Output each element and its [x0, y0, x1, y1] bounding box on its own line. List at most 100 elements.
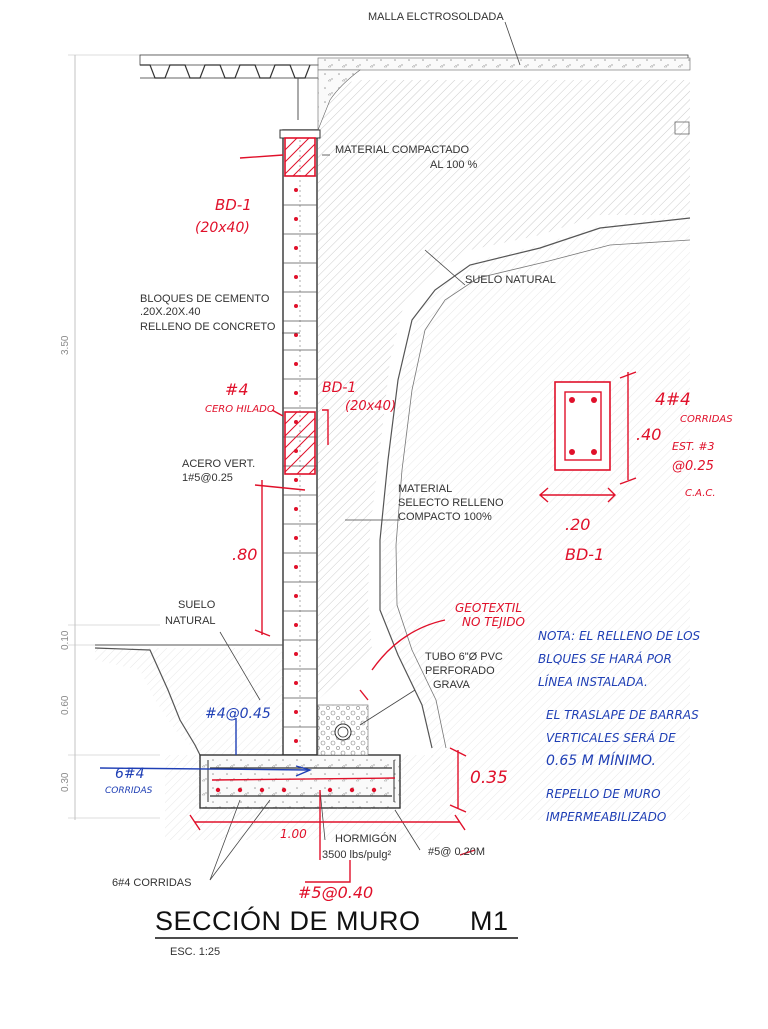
label-acero-2: 1#5@0.25 — [182, 472, 233, 484]
red-geotextil-1: GEOTEXTIL — [455, 601, 522, 615]
label-malla: MALLA ELCTROSOLDADA — [368, 11, 504, 23]
red-detail-w: .20 — [565, 515, 590, 534]
label-acero-1: ACERO VERT. — [182, 458, 255, 470]
red-detail-spacing: @0.25 — [672, 459, 714, 474]
red-cero-2: CERO HILADO — [205, 404, 275, 415]
rebar-dot — [294, 478, 298, 482]
label-suelo-left-1: SUELO — [178, 599, 216, 611]
red-bd1-mid: BD-1 — [322, 380, 356, 396]
dim-010: 0.10 — [60, 630, 71, 650]
beam-detail-bd1 — [538, 371, 637, 503]
rebar-dot — [294, 217, 298, 221]
label-suelo-left-2: NATURAL — [165, 615, 216, 627]
rebar-dot — [294, 681, 298, 685]
label-hormigon-1: HORMIGÓN — [335, 832, 397, 845]
red-bd1-top: BD-1 — [215, 196, 252, 214]
blue-nota: NOTA: EL RELLENO DE LOS BLQUES SE HARÁ PO… — [538, 629, 701, 824]
red-detail-h: .40 — [636, 425, 661, 444]
label-tubo-1: TUBO 6"Ø PVC — [425, 651, 503, 663]
rebar-dot — [294, 275, 298, 279]
drawing-code: M1 — [470, 906, 509, 936]
footing-rebar-dot — [371, 787, 377, 793]
red-detail-cac: C.A.C. — [685, 488, 716, 499]
red-cero-1: #4 — [225, 380, 249, 399]
bond-beam-mid — [284, 411, 316, 475]
red-detail-est: EST. #3 — [672, 440, 715, 453]
label-suelo-natural-right: SUELO NATURAL — [465, 274, 556, 286]
label-compactado-1: MATERIAL COMPACTADO — [335, 144, 469, 156]
red-geotextil-2: NO TEJIDO — [462, 615, 525, 629]
nota-line: VERTICALES SERÁ DE — [546, 730, 676, 745]
natural-soil-right — [379, 215, 691, 820]
rebar-dot — [294, 652, 298, 656]
dim-030: 0.30 — [60, 772, 71, 792]
label-bloques-1: BLOQUES DE CEMENTO — [140, 293, 270, 305]
rebar-dot — [294, 739, 298, 743]
nota-line: REPELLO DE MURO — [546, 787, 661, 801]
footing-rebar-dot — [259, 787, 265, 793]
nota-line: IMPERMEABILIZADO — [546, 810, 666, 824]
red-bar-5: #5@0.40 — [298, 883, 373, 902]
red-dim-035: 0.35 — [470, 768, 508, 788]
label-tubo-2: PERFORADO — [425, 665, 495, 677]
footing-rebar-dot — [237, 787, 243, 793]
label-bloques-3: RELLENO DE CONCRETO — [140, 321, 276, 333]
drawing-title: SECCIÓN DE MURO — [155, 905, 421, 936]
red-bd1-mid-size: (20x40) — [345, 399, 396, 414]
label-selecto-3: COMPACTO 100% — [398, 511, 492, 523]
height-dimension: 3.50 0.10 0.60 0.30 — [60, 54, 290, 820]
footing-rebar-dots — [215, 787, 377, 793]
footing — [165, 754, 440, 840]
nota-line: 0.65 M MÍNIMO. — [546, 752, 656, 769]
footing-rebar-dot — [215, 787, 221, 793]
red-detail-name: BD-1 — [565, 545, 604, 564]
steel-deck-slab — [139, 54, 691, 135]
label-hormigon-2: 3500 lbs/pulg² — [322, 849, 391, 861]
label-selecto-2: SELECTO RELLENO — [398, 497, 504, 509]
label-selecto-1: MATERIAL — [398, 483, 452, 495]
rebar-dot — [294, 391, 298, 395]
nota-line: BLQUES SE HARÁ POR — [538, 651, 672, 666]
bond-beam-top — [284, 137, 316, 177]
dim-350: 3.50 — [60, 335, 71, 355]
rebar-dot — [294, 420, 298, 424]
red-detail-corridas: CORRIDAS — [680, 414, 733, 425]
rebar-dot — [294, 304, 298, 308]
red-markup — [189, 154, 476, 883]
rebar-dot — [294, 565, 298, 569]
nota-line: NOTA: EL RELLENO DE LOS — [538, 629, 701, 643]
rebar-dot — [294, 507, 298, 511]
dim-060: 0.60 — [60, 695, 71, 715]
label-tubo-3: GRAVA — [433, 679, 471, 691]
rebar-dot — [294, 188, 298, 192]
drawing-scale: ESC. 1:25 — [170, 946, 220, 958]
leaders — [209, 21, 521, 881]
footing-rebar-dot — [281, 787, 287, 793]
footing-rebar-dot — [349, 787, 355, 793]
nota-line: EL TRASLAPE DE BARRAS — [546, 708, 699, 722]
rebar-dot — [294, 333, 298, 337]
red-bd1-top-size: (20x40) — [195, 220, 250, 236]
rebar-dot — [294, 594, 298, 598]
red-dim-100: 1.00 — [280, 827, 307, 841]
rebar-dot — [294, 536, 298, 540]
blue-corr-1: 6#4 — [115, 766, 145, 782]
compacted-fill — [318, 80, 690, 700]
blue-markup — [99, 718, 313, 777]
natural-soil-left — [94, 644, 283, 756]
rebar-dot — [294, 623, 298, 627]
red-detail-bars: 4#4 — [655, 390, 691, 410]
vertical-rebar-dots — [294, 188, 298, 743]
blue-bar-045: #4@0.45 — [205, 706, 271, 722]
label-bloques-2: .20X.20X.40 — [140, 306, 201, 318]
label-corridas: 6#4 CORRIDAS — [112, 877, 191, 889]
blue-corr-2: CORRIDAS — [105, 786, 153, 796]
label-compactado-2: AL 100 % — [430, 159, 478, 171]
label-footing-bars: #5@ 0.20M — [428, 846, 485, 858]
rebar-dot — [294, 246, 298, 250]
gravel-drain — [317, 704, 369, 756]
nota-line: LÍNEA INSTALADA. — [538, 674, 648, 689]
rebar-dot — [294, 710, 298, 714]
